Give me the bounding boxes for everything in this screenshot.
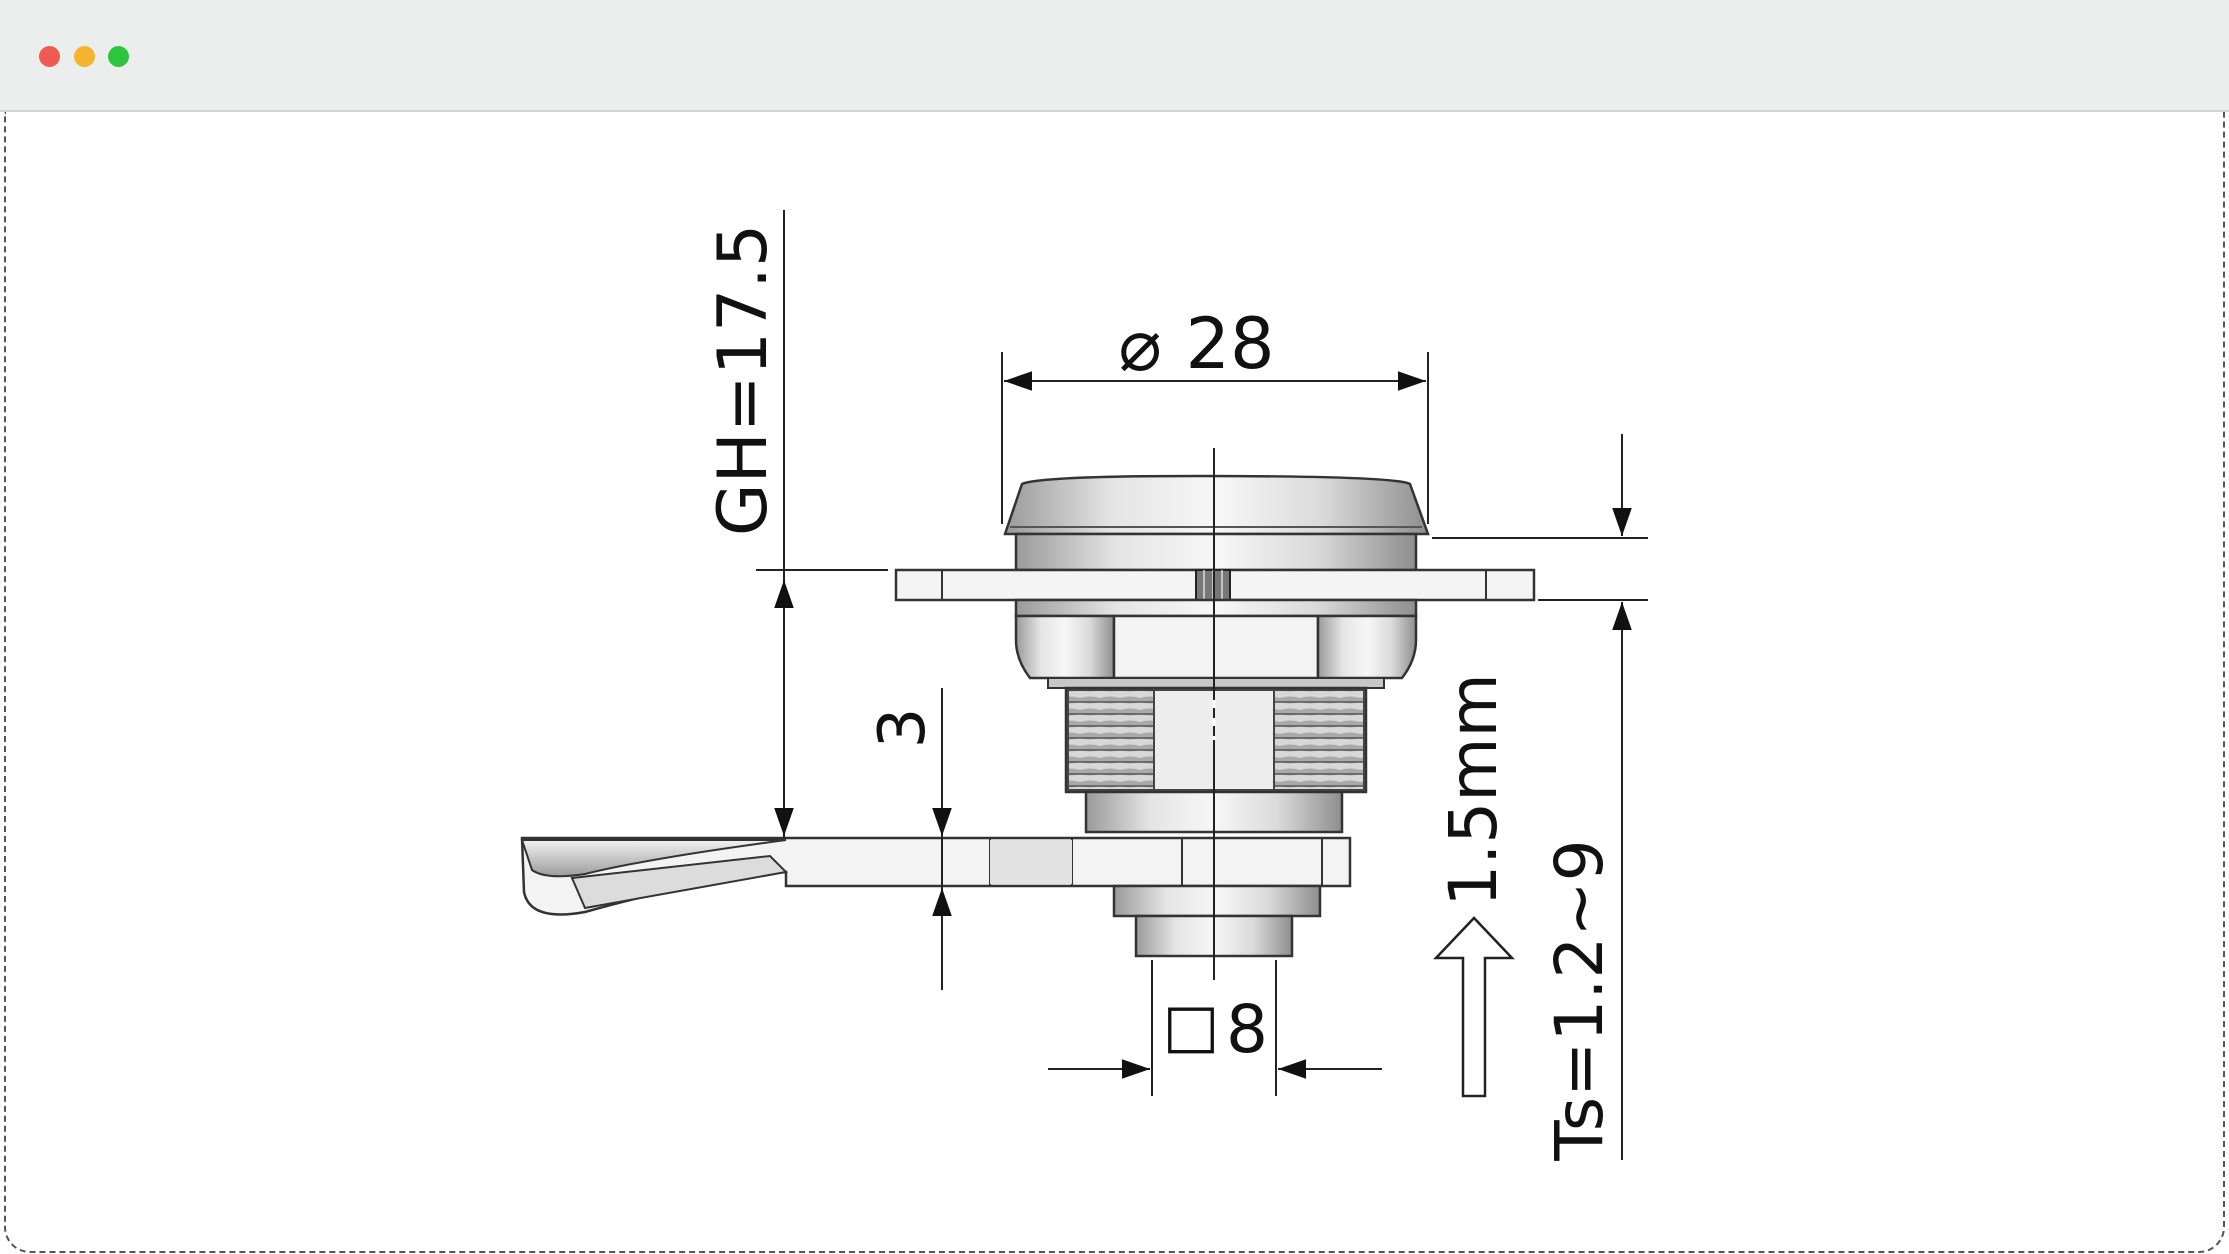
thickness-label: Ts=1.2~9 [1541, 839, 1618, 1161]
travel-indicator: 1.5mm [1433, 673, 1515, 1098]
threaded-body [1064, 686, 1368, 834]
close-window-icon[interactable] [39, 46, 60, 67]
lock-head [1003, 474, 1430, 572]
travel-label: 1.5mm [1435, 673, 1512, 907]
grip-height-label: GH=17.5 [704, 224, 783, 536]
square-symbol-label: □ [1163, 991, 1220, 1061]
cam-latch [520, 836, 1352, 916]
title-bar [0, 0, 2229, 112]
square-spindle [1112, 884, 1322, 958]
grip-height-dimension: GH=17.5 [704, 210, 888, 838]
diameter-symbol-label: ⌀ [1118, 303, 1161, 387]
diameter-value-label: 28 [1185, 303, 1274, 385]
thickness-dimension: Ts=1.2~9 [1432, 434, 1648, 1162]
cam-thickness-label: 3 [866, 708, 940, 749]
up-arrow-icon [1433, 916, 1515, 1098]
square-spindle-dimension: □ 8 [1048, 960, 1382, 1096]
cam-thickness-dimension: 3 [866, 688, 952, 990]
diameter-dimension: ⌀ 28 [1001, 303, 1429, 524]
maximize-window-icon[interactable] [108, 46, 129, 67]
drawing-canvas-frame [4, 112, 2225, 1253]
square-value-label: 8 [1226, 991, 1268, 1068]
hex-nut [1014, 598, 1418, 689]
minimize-window-icon[interactable] [74, 46, 95, 67]
